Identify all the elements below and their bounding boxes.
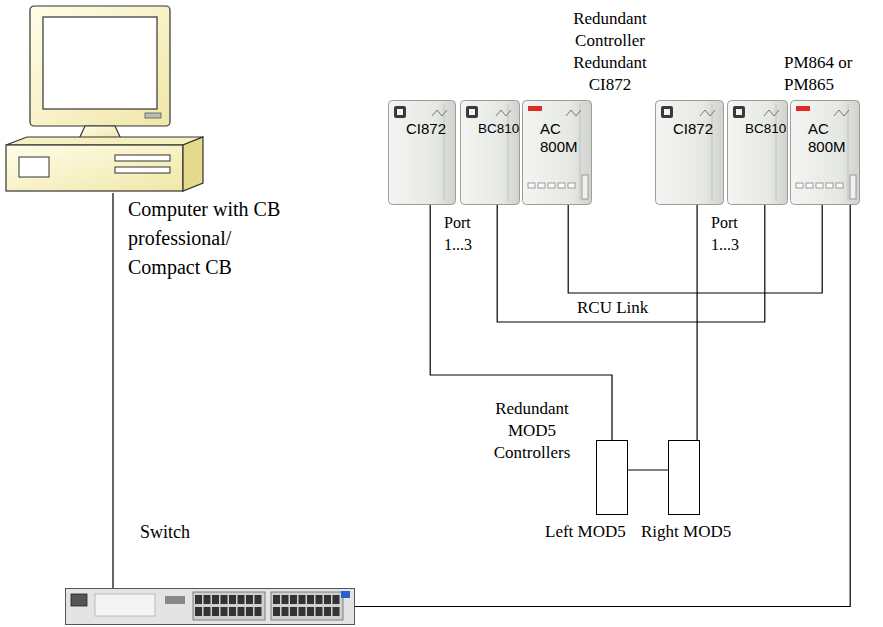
node-label: CI872 [406,120,452,138]
connector-line [112,193,113,588]
controller-module [388,100,456,205]
connector-line [497,205,765,322]
module-box: CI872 [388,100,456,205]
connector-line [628,469,668,470]
controller-module [655,100,724,205]
module-box: AC 800M [522,100,592,205]
connector-line [355,205,850,607]
node-label: Computer with CB professional/ Compact C… [128,195,303,282]
node-label: BC810 [478,120,516,138]
controller-module [460,100,520,205]
node-label: BC810 [745,120,784,138]
annotation-label: Port 1...3 [711,212,763,256]
annotation-label: Redundant Controller Redundant CI872 [560,8,660,96]
node-label: AC 800M [808,120,856,156]
annotation-label: Redundant MOD5 Controllers [476,398,588,464]
switch-box: Switch [65,588,355,625]
module-box: BC810 [727,100,788,205]
connector-line [568,205,822,293]
controller-box: Left MOD5 [596,440,628,515]
node-label: CI872 [673,120,720,138]
edge-label: RCU Link [575,298,650,318]
module-box: AC 800M [790,100,860,205]
module-box: BC810 [460,100,520,205]
computer-node: Computer with CB professional/ Compact C… [5,5,205,193]
node-label: Right MOD5 [641,522,731,542]
computer-icon [5,5,205,193]
controller-box: Right MOD5 [668,440,700,515]
annotation-label: PM864 or PM865 [784,52,866,96]
module-box: CI872 [655,100,724,205]
annotation-label: Port 1...3 [444,212,496,256]
node-label: Switch [140,522,190,543]
node-label: AC 800M [540,120,588,156]
node-label: Left MOD5 [545,522,626,542]
network-switch [65,588,355,625]
controller-module [727,100,788,205]
